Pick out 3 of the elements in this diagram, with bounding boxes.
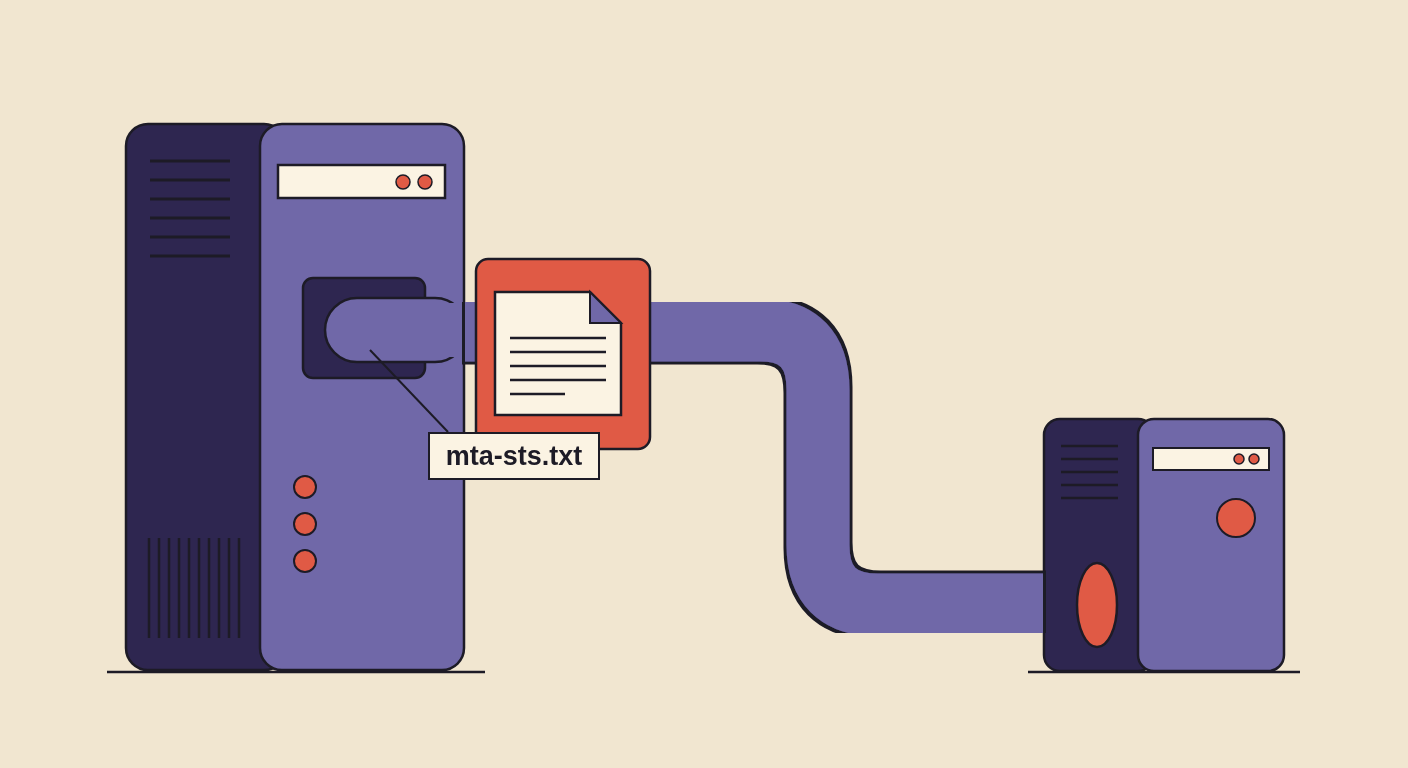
leader-line — [369, 349, 449, 433]
file-name-label: mta-sts.txt — [428, 432, 600, 480]
server-drawing — [1043, 418, 1285, 672]
